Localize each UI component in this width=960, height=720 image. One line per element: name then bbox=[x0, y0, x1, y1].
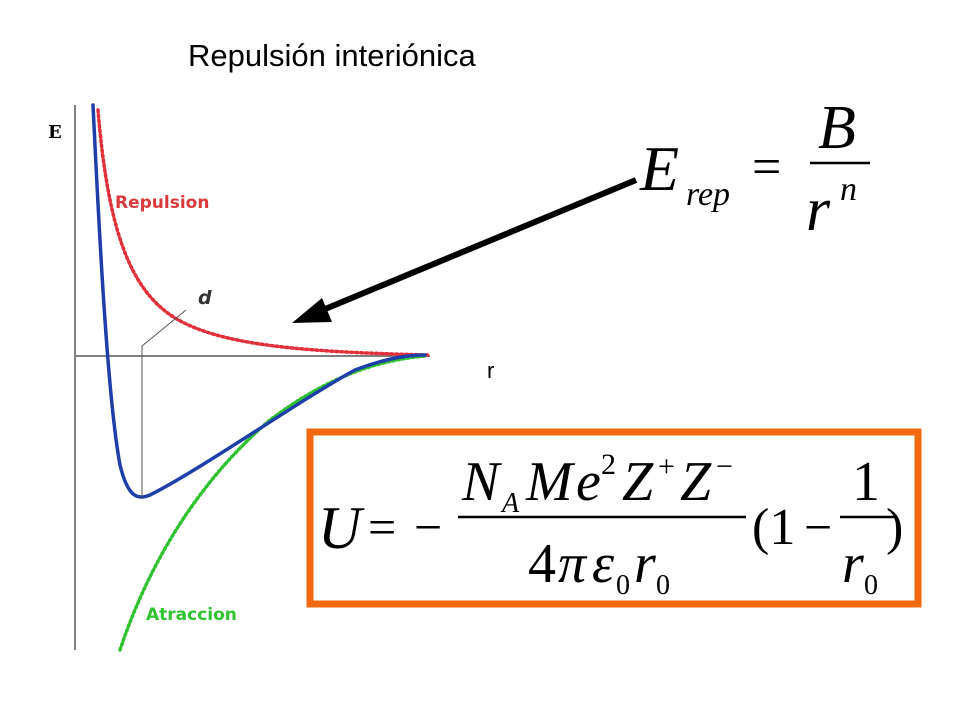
formula-u-A: A bbox=[500, 488, 520, 519]
formula-rep-num: B bbox=[818, 94, 856, 162]
formula-rep-E: E bbox=[639, 133, 679, 204]
formula-u-two: 2 bbox=[601, 448, 616, 481]
attraction-label: Atraccion bbox=[146, 605, 237, 625]
x-axis-label: r bbox=[487, 358, 495, 383]
total-energy-curve bbox=[91, 103, 427, 499]
lattice-energy-formula: U = − N A M e 2 Z + Z − 4 π ε 0 r 0 (1 −… bbox=[318, 448, 903, 601]
formula-u-U: U bbox=[318, 495, 365, 561]
formula-u-eq: = bbox=[368, 499, 396, 555]
distance-leader bbox=[141, 309, 187, 347]
formula-u-r1: r bbox=[634, 533, 656, 595]
pointer-arrow-head bbox=[292, 298, 332, 323]
formula-u-N: N bbox=[461, 451, 502, 513]
formula-u-pi: π bbox=[558, 533, 588, 595]
formula-u-plus: + bbox=[658, 450, 675, 483]
formula-u-minus-sup: − bbox=[716, 450, 733, 483]
formula-u-M: M bbox=[525, 451, 576, 513]
formula-u-minus: − bbox=[414, 499, 442, 555]
formula-rep-exp: n bbox=[840, 171, 857, 208]
formula-u-Z2: Z bbox=[680, 451, 712, 513]
formula-u-paren-open: (1 bbox=[752, 499, 795, 556]
formula-u-one: 1 bbox=[852, 451, 880, 513]
formula-rep-eq: = bbox=[752, 139, 781, 196]
formula-u-minus2: − bbox=[804, 499, 832, 555]
formula-u-r2: r bbox=[842, 533, 864, 595]
formula-u-e: e bbox=[576, 451, 601, 513]
formula-u-eps: ε bbox=[592, 533, 615, 595]
formula-box bbox=[306, 428, 922, 608]
formula-u-four: 4 bbox=[528, 533, 556, 595]
pointer-arrow-shaft bbox=[316, 177, 638, 315]
repulsion-label: Repulsion bbox=[115, 193, 209, 213]
formula-rep-sub: rep bbox=[686, 176, 730, 213]
repulsion-curve bbox=[96, 108, 432, 357]
formula-u-zero2: 0 bbox=[656, 570, 670, 601]
formula-u-Z1: Z bbox=[622, 451, 654, 513]
formula-u-paren-close: ) bbox=[886, 499, 903, 556]
formula-rep-den: r bbox=[806, 176, 831, 244]
y-axis-label: E bbox=[48, 122, 62, 143]
page-title: Repulsión interiónica bbox=[188, 38, 476, 73]
repulsion-formula: E rep = B r n bbox=[639, 94, 870, 244]
formula-u-zero1: 0 bbox=[616, 570, 630, 601]
distance-label: d bbox=[198, 287, 212, 309]
formula-u-zero3: 0 bbox=[864, 570, 878, 601]
